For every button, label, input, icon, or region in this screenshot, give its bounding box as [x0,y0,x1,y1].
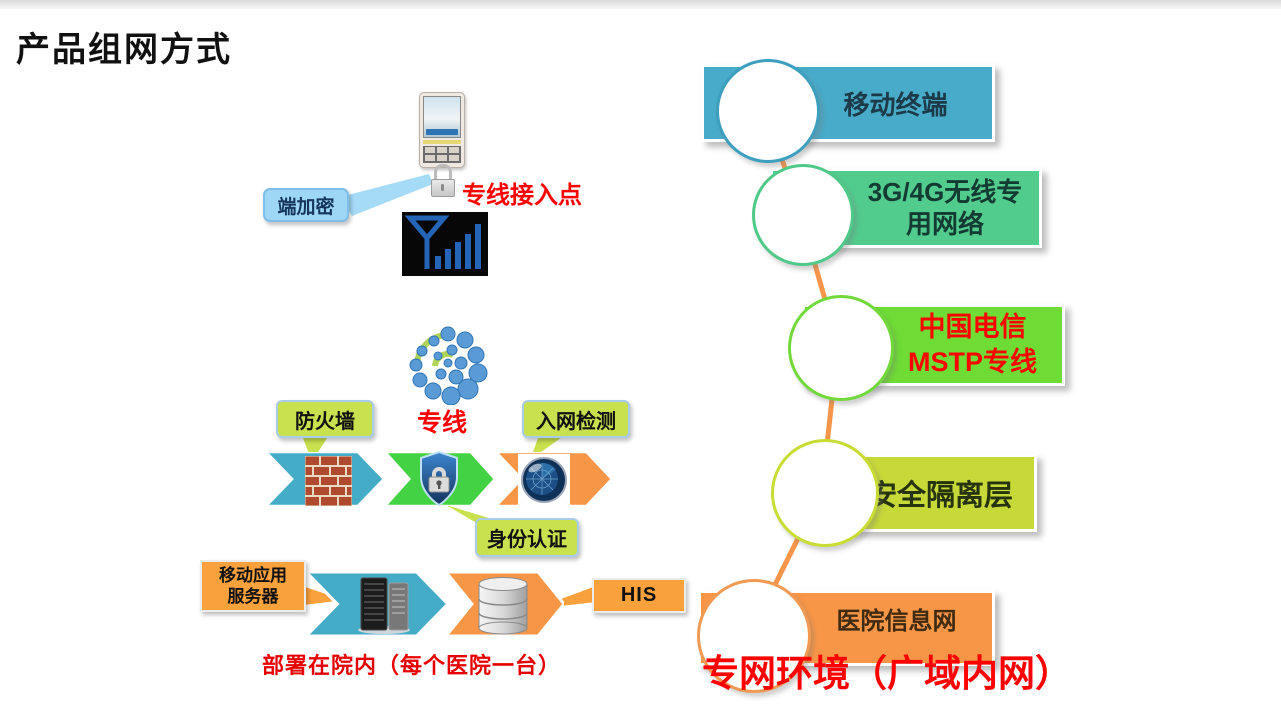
network-globe-icon [409,326,488,405]
phone-strip [423,140,461,144]
app-server-callout: 移动应用 服务器 [200,560,306,612]
phone-screen [423,96,461,138]
dedicated-line-label: 专线 [417,409,468,437]
banner-label: 医院信息网 [836,608,957,635]
flow-node-circle-1 [716,59,820,163]
network-check-callout: 入网检测 [522,400,630,438]
phone-keypad [423,146,461,163]
banner-label: 中国电信 MSTP专线 [907,311,1037,377]
his-callout: HIS [592,578,686,613]
banner-label: 安全隔离层 [867,480,1013,512]
access-point-label: 专线接入点 [462,182,582,209]
firewall-brick-icon [305,456,352,506]
radar-icon [521,457,567,503]
phone-screen-bar [426,129,458,135]
lock-shackle [434,164,452,179]
page-title: 产品组网方式 [16,31,232,69]
lock-body [431,179,455,197]
encryption-callout: 端加密 [263,188,349,222]
flow-node-circle-4 [771,439,879,547]
flow-node-circle-2 [752,164,854,266]
lock-icon [431,164,455,197]
shield-lock-icon [420,450,458,507]
radar-tile [518,454,570,506]
slide-top-edge [0,0,1281,9]
mobile-terminal-icon [419,92,465,168]
firewall-callout: 防火墙 [276,400,374,438]
banner-label: 3G/4G无线专 用网络 [867,176,1023,240]
encryption-callout-pointer [340,174,433,216]
database-icon [478,577,528,635]
deploy-note: 部署在院内（每个医院一台） [262,653,562,678]
private-network-note: 专网环境（广域内网） [702,653,1072,694]
banner-label: 移动终端 [843,89,948,120]
server-towers-icon [358,577,410,634]
signal-tower-icon [402,212,488,276]
identity-auth-callout: 身份认证 [475,518,579,557]
flow-node-circle-3 [788,295,894,401]
